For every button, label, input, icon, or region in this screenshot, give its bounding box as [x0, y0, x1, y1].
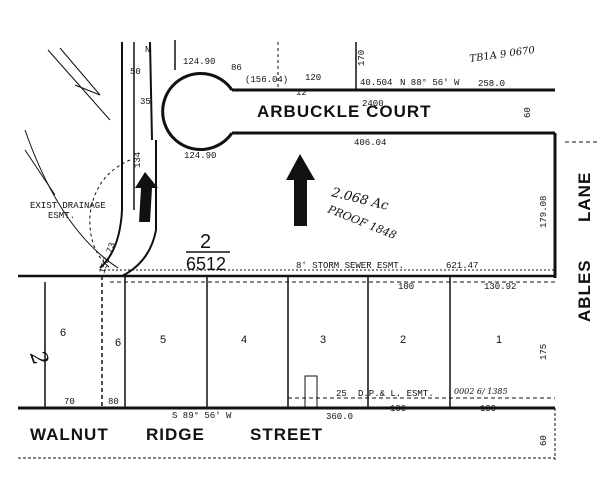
dim-25: 25: [336, 389, 347, 399]
dim-170: 170: [357, 50, 367, 66]
bearing-top: N 88° 56' W: [400, 78, 460, 88]
lot-divider-lines: [44, 276, 451, 408]
drainage-easement-label-1: EXIST DRAINAGE: [30, 201, 106, 211]
dim-40504: 40.504: [360, 78, 392, 88]
drainage-easement-curves: [24, 47, 131, 269]
dim-70: 70: [64, 397, 75, 407]
lot-label-5: 5: [160, 334, 166, 346]
dim-60-bottom-right: 60: [539, 435, 549, 446]
lot-label-4: 4: [241, 334, 247, 346]
lot-label-6b: 6: [115, 337, 121, 349]
dim-100-bottom: 100: [390, 404, 406, 414]
dim-50: 50: [130, 67, 141, 77]
dim-130-bottom: 130: [480, 404, 496, 414]
arbuckle-court-label: ARBUCKLE COURT: [257, 102, 432, 121]
lot-label-3: 3: [320, 334, 326, 346]
arbuckle-court-right-of-way: [161, 72, 555, 151]
dim-124-90-bottom: 124.90: [184, 151, 216, 161]
ables-label: ABLES: [575, 259, 594, 322]
dim-360-0: 360.0: [326, 412, 353, 422]
walnut-label: WALNUT: [30, 425, 109, 444]
dim-86: 86: [231, 63, 242, 73]
dim-2400: 2400: [362, 99, 384, 109]
bearing-bottom: S 89° 56' W: [172, 411, 232, 421]
dim-130-92: 130.92: [484, 282, 516, 292]
storm-sewer-label: 8' STORM SEWER ESMT.: [296, 261, 404, 271]
dim-35: 35: [140, 97, 151, 107]
dim-12: 12: [296, 88, 307, 98]
lot-label-2: 2: [400, 334, 406, 346]
lot-label-6a: 6: [60, 327, 66, 339]
north-arrow-small: [135, 172, 158, 222]
dim-175: 175: [539, 344, 549, 360]
north-arrow-large: [286, 154, 315, 226]
lane-label: LANE: [575, 172, 594, 222]
lot-label-1: 1: [496, 334, 502, 346]
ridge-label: RIDGE: [146, 425, 205, 444]
drainage-easement-label-2: ESMT.: [48, 211, 75, 221]
dim-80: 80: [108, 397, 119, 407]
dim-n-mark: N: [145, 45, 150, 55]
block-number: 2: [200, 231, 211, 253]
west-road-lines: [99, 41, 157, 277]
dim-134: 134: [133, 152, 143, 168]
dim-406-04: 406.04: [354, 138, 386, 148]
dim-120: 120: [305, 73, 321, 83]
dim-156-04: (156.04): [245, 75, 288, 85]
dim-60-right-top: 60: [523, 107, 533, 118]
dim-258: 258.0: [478, 79, 505, 89]
street-label: STREET: [250, 425, 323, 444]
dim-124-90-top: 124.90: [183, 57, 215, 67]
bottom-right-note: 0002 6/ 1385: [454, 387, 508, 396]
dim-179-08: 179.08: [539, 196, 549, 228]
dim-100: 100: [398, 282, 414, 292]
dpl-easement-label: D.P.& L. ESMT.: [358, 389, 434, 399]
dim-621-47: 621.47: [446, 261, 478, 271]
plat-number: 6512: [186, 254, 226, 274]
